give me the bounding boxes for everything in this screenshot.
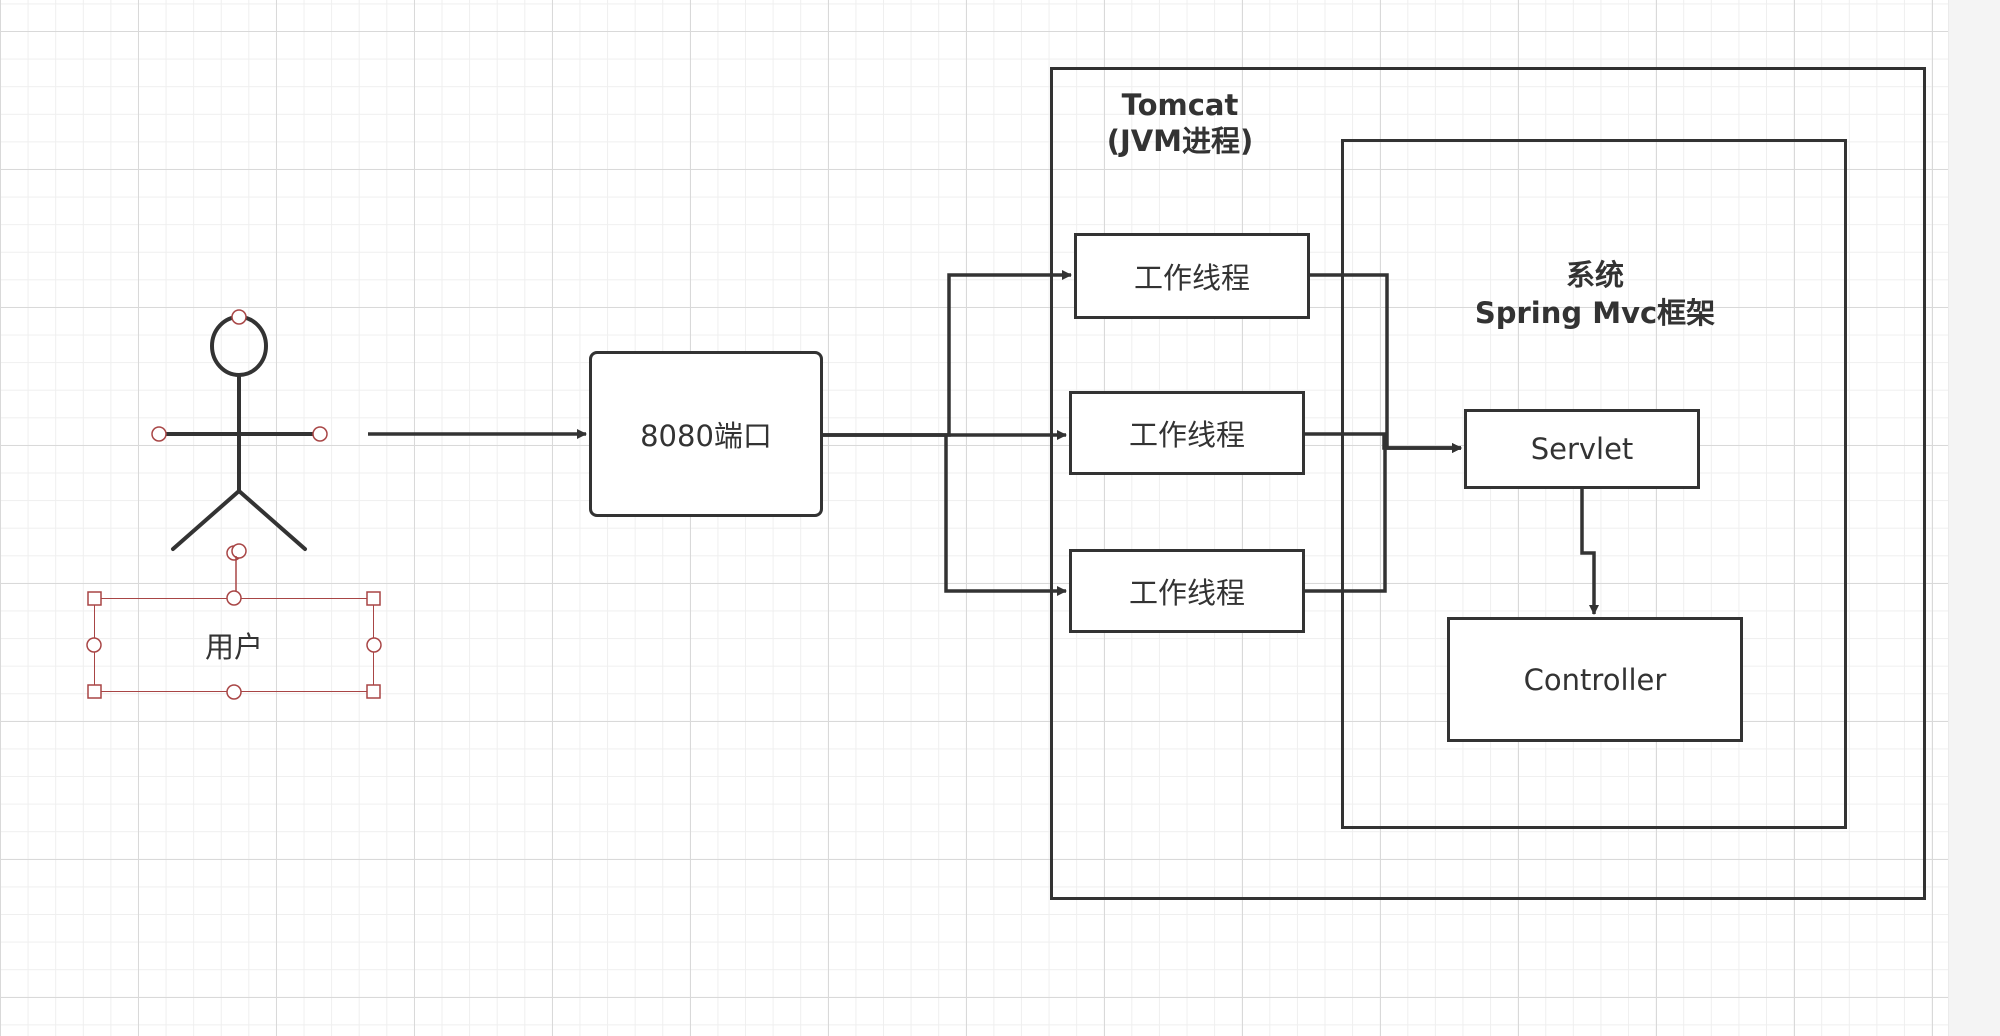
label-selection-handles[interactable] [86,556,382,700]
connector-layer [86,270,1599,700]
diagram-canvas[interactable]: Tomcat (JVM进程) 系统 Spring Mvc框架 8080端口 工作… [0,0,1948,1036]
system-subtitle: Spring Mvc框架 [1474,296,1716,330]
actor-selection-handles[interactable] [151,309,328,561]
tomcat-title: Tomcat [1121,88,1239,122]
servlet-node[interactable]: Servlet [1464,409,1700,489]
controller-node[interactable]: Controller [1447,617,1743,742]
worker1-to-servlet-edge [1310,273,1462,453]
servlet-to-controller-edge [1580,489,1599,615]
worker3-to-servlet-edge [1305,443,1462,593]
port-8080-node[interactable]: 8080端口 [589,351,823,517]
spring-mvc-container[interactable] [1341,139,1847,829]
user-actor-icon[interactable] [157,315,322,551]
port-to-worker3-edge [823,433,1067,596]
system-title: 系统 [1565,258,1624,292]
worker-thread-node[interactable]: 工作线程 [1069,549,1305,633]
port-to-worker1-edge [823,270,1072,437]
worker2-to-servlet-edge [1305,432,1462,453]
worker-thread-node[interactable]: 工作线程 [1074,233,1310,319]
right-scroll-strip[interactable] [1948,0,2000,1036]
tomcat-container[interactable] [1050,67,1926,900]
tomcat-subtitle: (JVM进程) [1106,124,1254,158]
worker-thread-node[interactable]: 工作线程 [1069,391,1305,475]
